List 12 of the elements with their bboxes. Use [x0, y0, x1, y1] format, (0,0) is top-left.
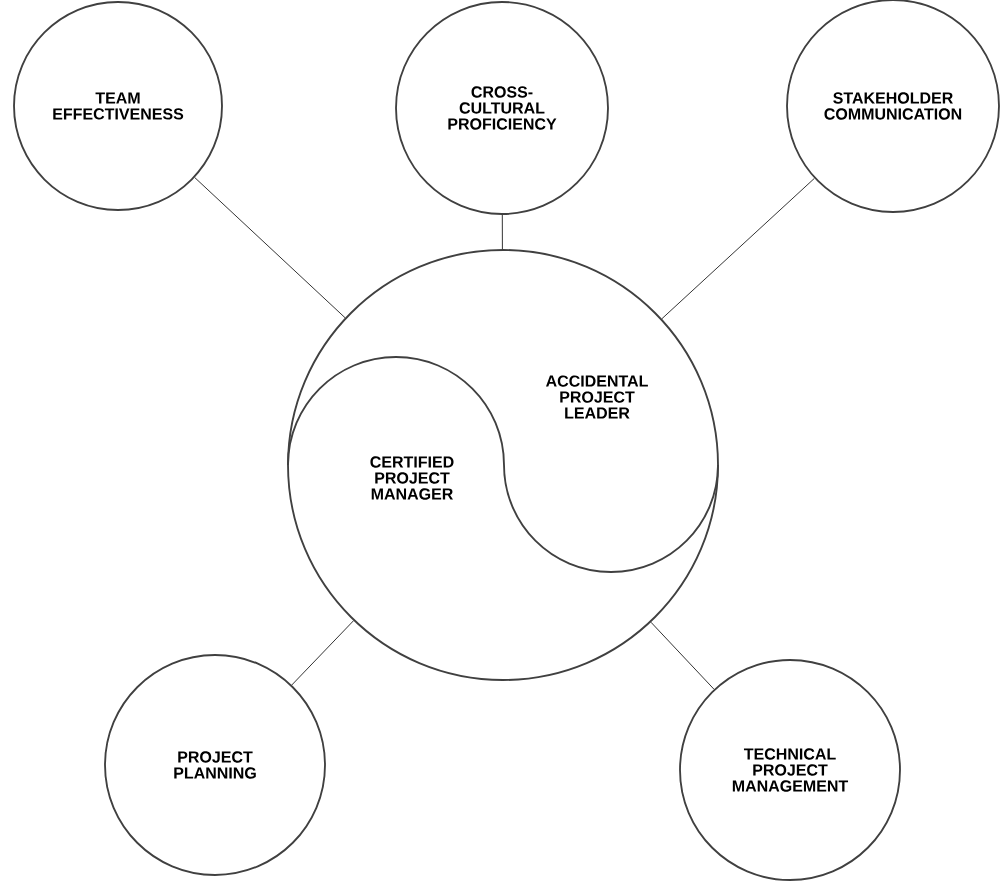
connector-line: [291, 620, 354, 686]
circle-node: TEAM EFFECTIVENESS: [13, 1, 223, 211]
region-label: CERTIFIED PROJECT MANAGER: [370, 456, 454, 500]
circle-node: PROJECT PLANNING: [104, 654, 326, 876]
circle-node: TECHNICAL PROJECT MANAGEMENT: [679, 659, 901, 881]
connector-line: [650, 621, 715, 690]
connector-line: [661, 178, 815, 320]
connector-line: [194, 177, 346, 319]
region-label: ACCIDENTAL PROJECT LEADER: [546, 375, 648, 419]
circle-node: CROSS-CULTURAL PROFICIENCY: [395, 1, 609, 215]
connector-line: [501, 214, 503, 250]
yin-yang-circle: [287, 249, 719, 681]
